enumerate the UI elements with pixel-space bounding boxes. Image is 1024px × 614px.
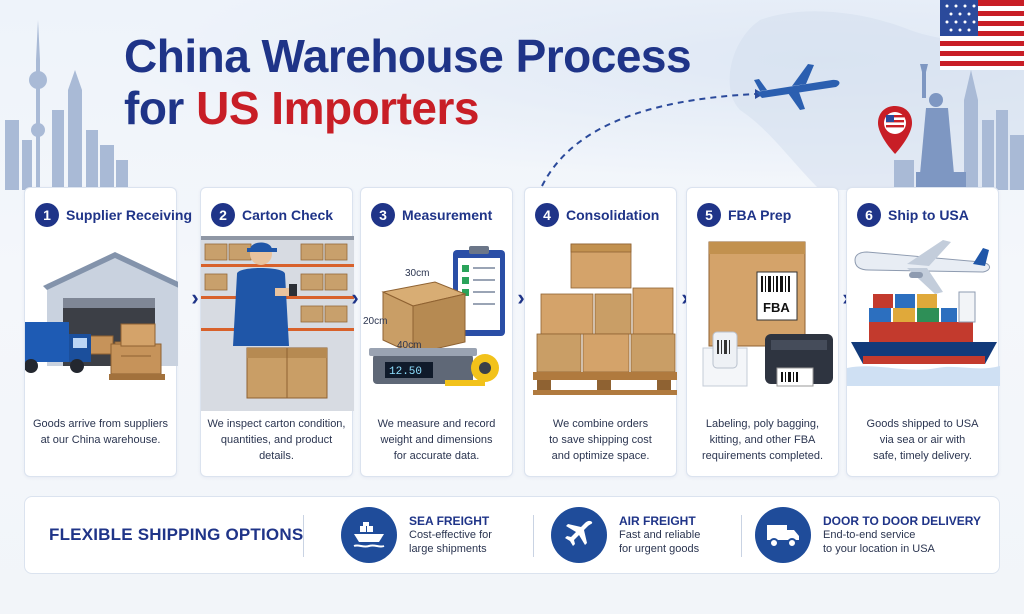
step-description: Goods shipped to USA via sea or air with… <box>851 416 994 464</box>
truck-icon <box>755 507 811 563</box>
shipping-option-text: DOOR TO DOOR DELIVERY End-to-end service… <box>823 514 981 556</box>
pallet-boxes-illustration <box>533 243 677 395</box>
ship-icon <box>341 507 397 563</box>
page-title: China Warehouse Process for US Importers <box>124 30 692 134</box>
shipping-option-title: SEA FREIGHT <box>409 514 490 528</box>
step-card-carton-check: 2 Carton Check We <box>200 187 354 477</box>
shipping-options-bar: FLEXIBLE SHIPPING OPTIONS SEA FREIGHT Co… <box>24 496 1000 574</box>
chevron-right-icon: › <box>517 285 525 310</box>
step-number: 4 <box>535 203 559 227</box>
shipping-options-title: FLEXIBLE SHIPPING OPTIONS <box>49 525 304 544</box>
step-description: We measure and record weight and dimensi… <box>365 416 508 464</box>
step-desc-line: We combine orders <box>552 418 649 430</box>
step-header: 4 Consolidation <box>535 203 659 227</box>
title-line-1: China Warehouse Process <box>124 30 692 82</box>
step-description: Labeling, poly bagging, kitting, and oth… <box>691 416 834 464</box>
shipping-option-desc: Cost-effective for <box>409 529 492 541</box>
step-desc-line: safe, timely delivery. <box>873 450 972 462</box>
step-title: Measurement <box>402 207 493 223</box>
shipping-option-text: SEA FREIGHT Cost-effective for large shi… <box>409 514 492 556</box>
shanghai-skyline-graphic <box>5 20 128 190</box>
step-description: We combine orders to save shipping cost … <box>529 416 672 464</box>
step-card-consolidation: 4 Consolidation We combine orders to sav… <box>524 187 677 477</box>
step-desc-line: We inspect carton condition, <box>207 418 346 430</box>
step-desc-line: via sea or air with <box>879 434 966 446</box>
nyc-skyline-graphic <box>894 70 1024 190</box>
plane-ship-illustration <box>847 240 1000 386</box>
title-accent: US Importers <box>196 82 479 134</box>
step-title: Ship to USA <box>888 207 969 223</box>
step-number: 2 <box>211 203 235 227</box>
shipping-option-air-freight: AIR FREIGHT Fast and reliable for urgent… <box>551 507 700 563</box>
us-flag-graphic <box>940 0 1024 70</box>
step-header: 5 FBA Prep <box>697 203 791 227</box>
step-number: 3 <box>371 203 395 227</box>
statue-of-liberty-graphic <box>916 64 966 190</box>
step-card-ship-to-usa: 6 Ship to USA <box>846 187 1000 477</box>
step-title: Consolidation <box>566 207 660 223</box>
fba-label-text: FBA <box>763 300 790 315</box>
location-pin-icon <box>878 106 912 154</box>
dimension-width-label: 30cm <box>405 268 429 279</box>
step-title: Carton Check <box>242 207 334 223</box>
step-desc-line: and optimize space. <box>551 450 650 462</box>
divider <box>533 515 534 557</box>
step-desc-line: We measure and record <box>377 418 496 430</box>
shipping-option-sea-freight: SEA FREIGHT Cost-effective for large shi… <box>341 507 492 563</box>
shipping-option-door-to-door: DOOR TO DOOR DELIVERY End-to-end service… <box>755 507 981 563</box>
chevron-right-icon: › <box>191 285 199 310</box>
warehouse-truck-illustration <box>25 252 178 380</box>
shipping-option-desc: large shipments <box>409 543 487 555</box>
step-number: 1 <box>35 203 59 227</box>
dimension-depth-label: 40cm <box>397 340 421 351</box>
label-printer-illustration: FBA <box>702 241 833 387</box>
airplane-icon <box>551 507 607 563</box>
shipping-option-title: AIR FREIGHT <box>619 514 696 528</box>
scale-reading: 12.50 <box>389 366 422 378</box>
flight-path-dashed-line <box>541 89 764 187</box>
chevron-right-icon: › <box>838 287 854 309</box>
step-number: 5 <box>697 203 721 227</box>
step-card-fba-prep: 5 FBA Prep FBA Labeling, poly bagging, <box>686 187 839 477</box>
process-steps: 1 Supplier Receiving Goods arrive from s… <box>24 187 1000 477</box>
step-desc-line: to save shipping cost <box>549 434 652 446</box>
step-desc-line: Goods shipped to USA <box>866 418 979 430</box>
step-header: 2 Carton Check <box>211 203 333 227</box>
title-line-2: for US Importers <box>124 82 691 134</box>
shipping-option-desc: Fast and reliable <box>619 529 701 541</box>
step-card-supplier-receiving: 1 Supplier Receiving Goods arrive from s… <box>24 187 192 477</box>
step-desc-line: kitting, and other FBA <box>709 434 816 446</box>
title-line-2-prefix: for <box>124 82 197 134</box>
step-header: 6 Ship to USA <box>857 203 969 227</box>
step-desc-line: Labeling, poly bagging, <box>705 418 820 430</box>
step-number: 6 <box>857 203 881 227</box>
step-title: FBA Prep <box>728 207 792 223</box>
divider <box>741 515 742 557</box>
step-desc-line: quantities, and product details. <box>220 434 333 462</box>
scale-measure-illustration: 30cm 20cm 40cm 12.50 <box>363 246 505 386</box>
step-desc-line: for accurate data. <box>393 450 480 462</box>
chevron-right-icon: › <box>351 285 359 310</box>
shipping-option-desc: End-to-end service <box>823 529 916 541</box>
step-description: We inspect carton condition, quantities,… <box>205 416 348 464</box>
step-description: Goods arrive from suppliers at our China… <box>29 416 172 448</box>
step-desc-line: requirements completed. <box>701 450 824 462</box>
step-desc-line: Goods arrive from suppliers <box>32 418 169 430</box>
dimension-height-label: 20cm <box>363 316 387 327</box>
shipping-option-text: AIR FREIGHT Fast and reliable for urgent… <box>619 514 700 556</box>
chevron-right-icon: › <box>681 285 689 310</box>
airplane-icon <box>754 64 840 110</box>
step-desc-line: at our China warehouse. <box>40 434 161 446</box>
step-header: 3 Measurement <box>371 203 492 227</box>
shipping-option-desc: for urgent goods <box>619 543 700 555</box>
shipping-option-title: DOOR TO DOOR DELIVERY <box>823 514 982 528</box>
shipping-option-desc: to your location in USA <box>823 543 935 555</box>
divider <box>303 515 304 557</box>
step-card-measurement: 3 Measurement 30cm 20cm 40cm 12.50 <box>360 187 513 477</box>
step-title: Supplier Receiving <box>66 207 193 223</box>
step-desc-line: weight and dimensions <box>380 434 493 446</box>
worker-scanning-illustration <box>201 236 354 411</box>
step-header: 1 Supplier Receiving <box>35 203 192 227</box>
